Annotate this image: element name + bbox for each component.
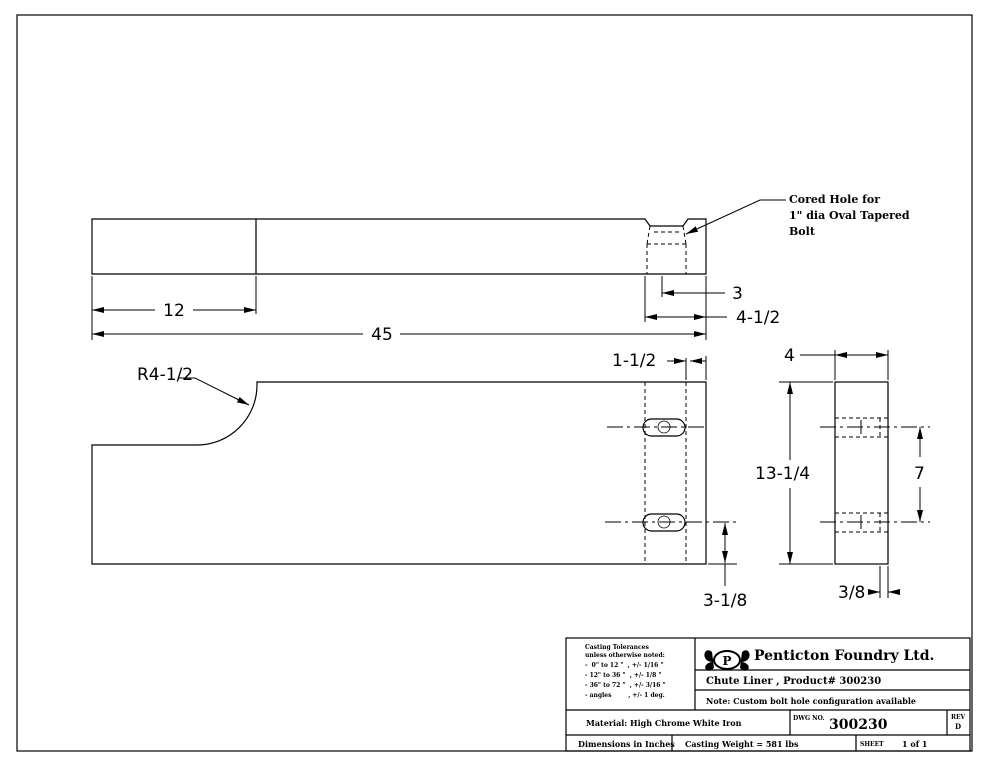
tolerances-line-4: - 12" to 36 " , +/- 1/8 " — [585, 672, 661, 679]
slot-centerlines — [605, 426, 737, 523]
units-note: Dimensions in Inches — [578, 739, 675, 749]
dwg-label: DWG NO. — [793, 715, 825, 722]
side-view — [820, 381, 930, 565]
material: Material: High Chrome White Iron — [586, 718, 742, 728]
casting-weight: Casting Weight = 581 lbs — [685, 739, 799, 749]
callout-line-2: 1" dia Oval Tapered — [789, 209, 910, 222]
sheet-label: SHEET — [860, 741, 884, 748]
front-view-hidden-lines — [644, 382, 687, 564]
title-block — [565, 637, 971, 752]
tolerances-line-5: - 36" to 72 " , +/- 3/16 " — [585, 682, 666, 689]
top-view-hidden-hole — [646, 225, 687, 274]
callout-line-1: Cored Hole for — [789, 193, 880, 206]
top-view-outline — [91, 218, 707, 275]
product-title: Chute Liner , Product# 300230 — [706, 676, 881, 687]
side-view-dimensions — [779, 350, 923, 598]
front-view-outline — [91, 381, 707, 565]
callout-line-3: Bolt — [789, 225, 816, 238]
config-note: Note: Custom bolt hole configuration ava… — [706, 696, 916, 706]
top-view — [91, 218, 707, 275]
dim-13-1-4: 13-1/4 — [755, 464, 810, 484]
sheet-number: 1 of 1 — [902, 739, 927, 749]
rev-value: D — [955, 722, 961, 731]
dim-3-8: 3/8 — [838, 583, 865, 603]
dim-45: 45 — [371, 325, 393, 345]
dim-3-1-8: 3-1/8 — [703, 591, 747, 611]
dim-3: 3 — [732, 284, 743, 304]
top-view-dimensions — [91, 199, 786, 340]
dim-7: 7 — [914, 464, 925, 484]
dim-4: 4 — [784, 346, 795, 366]
front-view-dimensions — [178, 356, 737, 586]
tolerances-line-2: unless otherwise noted: — [585, 652, 665, 659]
tolerances-line-6: - angles , +/- 1 deg. — [585, 692, 665, 699]
dim-12: 12 — [163, 301, 185, 321]
side-view-centerlines — [820, 420, 930, 529]
sheet-border — [16, 14, 973, 752]
logo-letter: P — [722, 654, 731, 668]
dim-1-1-2: 1-1/2 — [612, 351, 656, 371]
tolerances-line-3: - 0" to 12 " , +/- 1/16 " — [585, 662, 664, 669]
side-view-hidden-lines — [835, 417, 888, 533]
company-logo: P — [704, 650, 750, 671]
rev-label: REV — [951, 714, 966, 721]
dwg-number: 300230 — [829, 717, 888, 733]
dim-4-1-2: 4-1/2 — [736, 308, 780, 328]
front-view — [91, 381, 737, 565]
side-view-outline — [834, 381, 889, 565]
tolerances-line-1: Casting Tolerances — [585, 644, 649, 651]
company-name: Penticton Foundry Ltd. — [754, 648, 934, 664]
dim-r4-1-2: R4-1/2 — [137, 365, 193, 385]
